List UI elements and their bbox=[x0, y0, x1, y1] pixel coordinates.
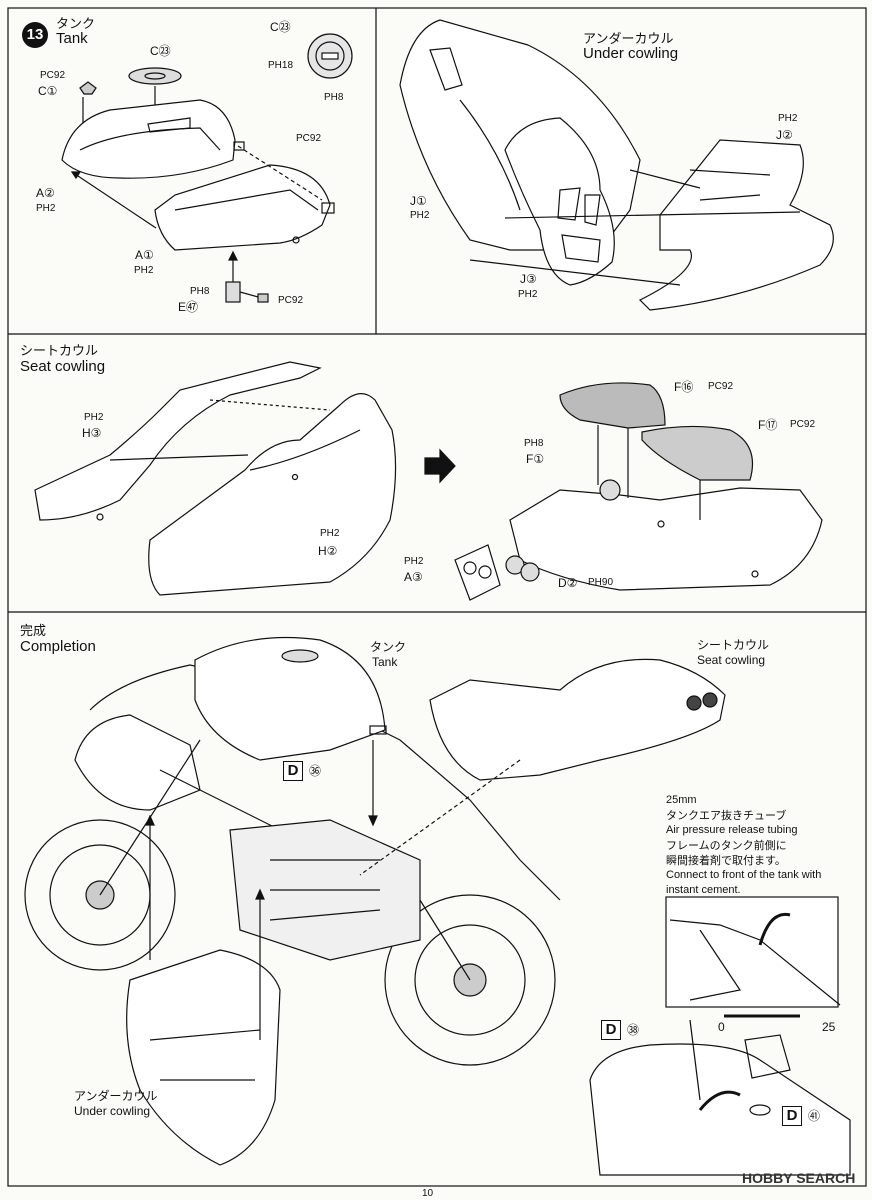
under-cowling-title-jp: アンダーカウル bbox=[583, 32, 674, 47]
callout-label-jp: シートカウル bbox=[697, 638, 770, 652]
decal-box: D bbox=[283, 761, 303, 781]
seat-cowl-completion bbox=[429, 658, 726, 781]
part-label: C① bbox=[38, 84, 58, 98]
instruction-line3-en: instant cement. bbox=[666, 884, 741, 896]
paint-note: PH18 bbox=[268, 60, 294, 71]
completion-title-jp: 完成 bbox=[20, 624, 47, 639]
seat-cowling-title-jp: シートカウル bbox=[20, 344, 99, 359]
paint-note: PH2 bbox=[778, 113, 798, 124]
under-cowling-title-en: Under cowling bbox=[583, 45, 679, 62]
part-label: A① bbox=[135, 248, 154, 262]
page-border bbox=[7, 7, 867, 1187]
seat-cowl-lower bbox=[148, 393, 397, 596]
paint-note: PH2 bbox=[320, 528, 340, 539]
part-label: J① bbox=[410, 194, 427, 208]
paint-note: PC92 bbox=[296, 133, 322, 144]
part-label: J② bbox=[776, 128, 793, 142]
under-cowl-right-panel bbox=[638, 139, 834, 311]
paint-note: PH8 bbox=[324, 92, 344, 103]
instruction-line2-jp: フレームのタンク前側に bbox=[666, 839, 787, 852]
part-label: F⑰ bbox=[758, 418, 778, 432]
paint-note: PH2 bbox=[36, 203, 56, 214]
part-label: A③ bbox=[404, 570, 423, 584]
tank-top-shell bbox=[61, 99, 245, 179]
part-label: C㉓ bbox=[270, 20, 291, 34]
callout-label-en: Tank bbox=[372, 655, 398, 669]
decal-box: D bbox=[782, 1106, 802, 1126]
part-label: E㊼ bbox=[178, 300, 199, 314]
callout-label-en: Seat cowling bbox=[697, 653, 766, 667]
completion-title-en: Completion bbox=[20, 638, 96, 655]
next-arrow-icon bbox=[424, 448, 456, 484]
seat-pad-rear bbox=[641, 425, 754, 481]
scale-min: 0 bbox=[718, 1020, 725, 1034]
part-label: H③ bbox=[82, 426, 102, 440]
tubing-instruction: 25mm タンクエア抜きチューブ Air pressure release tu… bbox=[666, 793, 821, 898]
seat-cowl-upper bbox=[34, 361, 322, 521]
paint-note: PC92 bbox=[708, 381, 734, 392]
step-title-jp: タンク bbox=[56, 17, 96, 32]
paint-note: PH2 bbox=[518, 289, 538, 300]
callout-label-jp: タンク bbox=[370, 640, 407, 654]
paint-note: PC92 bbox=[790, 419, 816, 430]
paint-note: PH2 bbox=[404, 556, 424, 567]
tank-bottom-shell bbox=[154, 164, 335, 251]
part-label: H② bbox=[318, 544, 338, 558]
instruction-length: 25mm bbox=[666, 794, 697, 806]
part-label: A② bbox=[36, 186, 55, 200]
part-label: F① bbox=[526, 452, 545, 466]
step-title-en: Tank bbox=[56, 30, 88, 47]
paint-note: PH8 bbox=[524, 438, 544, 449]
under-cowl-center-piece bbox=[504, 117, 615, 286]
tank-cap-pin bbox=[79, 81, 97, 95]
part-label: F⑯ bbox=[674, 380, 694, 394]
callout-label-jp: アンダーカウル bbox=[74, 1089, 158, 1103]
part-label: J③ bbox=[520, 272, 537, 286]
instruction-line1-jp: タンクエア抜きチューブ bbox=[666, 809, 787, 822]
seat-cowling-title-en: Seat cowling bbox=[20, 358, 106, 375]
part-label: C㉓ bbox=[150, 44, 171, 58]
decal-number: ㊶ bbox=[808, 1109, 821, 1123]
instruction-line3-jp: 瞬間接着剤で取付ます。 bbox=[666, 854, 786, 867]
scale-max: 25 bbox=[822, 1020, 836, 1034]
decal-box: D bbox=[601, 1020, 621, 1040]
detail-inset-front bbox=[589, 1034, 851, 1176]
instruction-line1-en: Air pressure release tubing bbox=[666, 824, 798, 836]
callout-label-en: Under cowling bbox=[74, 1104, 151, 1118]
paint-note: PH2 bbox=[134, 265, 154, 276]
seat-cowl-assembled bbox=[509, 479, 823, 591]
tank-completion bbox=[194, 636, 387, 761]
paint-note: PH2 bbox=[84, 412, 104, 423]
paint-note: PH90 bbox=[588, 577, 614, 588]
detail-inset-tube bbox=[665, 896, 841, 1008]
part-label: D② bbox=[558, 576, 578, 590]
fuel-cap-exploded bbox=[128, 67, 182, 85]
exhaust-ends bbox=[454, 544, 540, 601]
watermark: HOBBY SEARCH bbox=[742, 1170, 856, 1186]
paint-note: PC92 bbox=[40, 70, 66, 81]
step-number-badge: 13 bbox=[22, 22, 48, 48]
paint-note: PH2 bbox=[410, 210, 430, 221]
paint-note: PH8 bbox=[190, 286, 210, 297]
decal-number: ㊱ bbox=[309, 764, 322, 778]
page-number: 10 bbox=[422, 1188, 434, 1199]
fuel-cap-detail bbox=[307, 33, 353, 79]
fuel-tap-part bbox=[225, 281, 269, 303]
paint-note: PC92 bbox=[278, 295, 304, 306]
instruction-line2-en: Connect to front of the tank with bbox=[666, 869, 822, 881]
seat-pad-front bbox=[559, 382, 666, 429]
motorcycle-assembled bbox=[24, 664, 561, 1166]
decal-number: ㊳ bbox=[627, 1023, 640, 1037]
